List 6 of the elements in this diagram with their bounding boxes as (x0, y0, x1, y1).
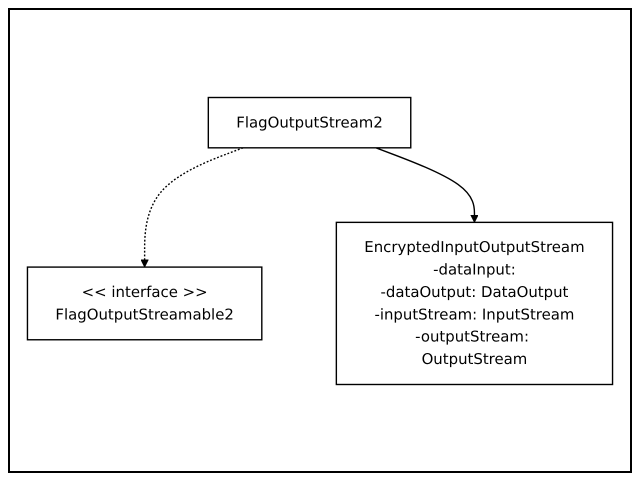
node-box (208, 96, 412, 148)
node-box (26, 266, 262, 340)
node-box (336, 221, 614, 385)
diagram-frame: << interface >> FlagOutputStreamable2 FlagOutputStream2 EncryptedInputOutputStream -dataInput: -dataOutput: DataOutput -inputStream: InputStream -outputStream: OutputStream (8, 8, 632, 473)
arrow (376, 146, 479, 222)
arrow (140, 146, 244, 267)
